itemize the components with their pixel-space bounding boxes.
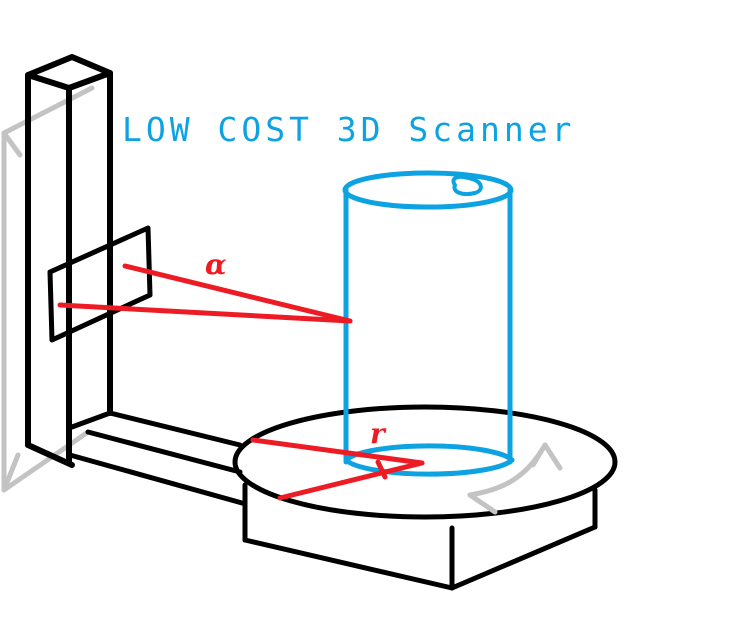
angle-label: α [205,248,227,281]
rotation-arrow-icon [467,442,563,515]
turntable [232,404,618,591]
radius-label: r [370,417,385,450]
base-arm [67,410,245,506]
vertical-motion-arrow [1,85,95,493]
radius-measurement-lines [250,437,425,501]
camera-laser-plate [47,225,153,343]
angle-measurement-lines [57,263,353,324]
diagram-title: LOW COST 3D Scanner [122,110,576,149]
